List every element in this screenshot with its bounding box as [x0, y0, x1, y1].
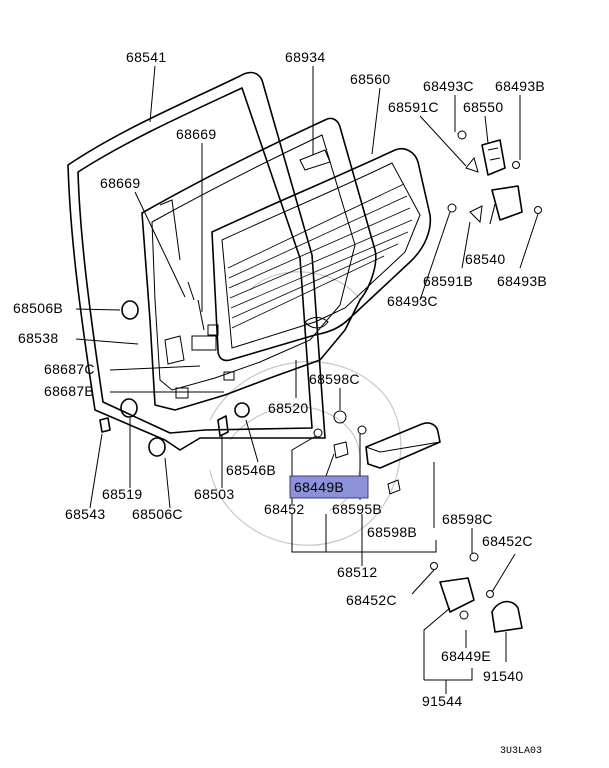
- leader-lines: [75, 65, 539, 694]
- tailgate-door-panel: [141, 117, 377, 411]
- label-68506b: 68506B: [13, 300, 63, 316]
- label-68452-mid: 68452: [264, 501, 304, 517]
- label-68669-a: 68669: [176, 126, 216, 142]
- label-68449b: 68449B: [294, 479, 344, 495]
- label-91544: 91544: [422, 693, 462, 709]
- part-labels: 68541 68934 68560 68493C 68493B 68591C 6…: [13, 49, 547, 757]
- label-68540: 68540: [465, 251, 505, 267]
- label-68550: 68550: [463, 99, 503, 115]
- rear-garnish: [365, 422, 441, 495]
- label-68512: 68512: [337, 564, 377, 580]
- label-68591c: 68591C: [388, 99, 439, 115]
- label-68669-b: 68669: [100, 175, 140, 191]
- label-68598c-low: 68598C: [442, 511, 493, 527]
- label-68449e: 68449E: [441, 648, 491, 664]
- label-68546b: 68546B: [226, 462, 276, 478]
- label-68687c: 68687C: [44, 361, 95, 377]
- small-parts: [99, 300, 367, 459]
- highlight-box: [289, 475, 369, 499]
- label-68934: 68934: [285, 49, 325, 65]
- label-91540: 91540: [483, 668, 523, 684]
- label-68543: 68543: [65, 506, 105, 522]
- label-68506c: 68506C: [132, 506, 183, 522]
- label-68493c-top: 68493C: [423, 78, 474, 94]
- label-68598c-top: 68598C: [309, 371, 360, 387]
- label-68503: 68503: [194, 486, 234, 502]
- label-68591b: 68591B: [423, 273, 473, 289]
- label-68519: 68519: [102, 486, 142, 502]
- hinge-assembly: [447, 130, 542, 224]
- label-68538: 68538: [18, 330, 58, 346]
- label-68452c-right: 68452C: [482, 533, 533, 549]
- tailgate-weatherstrip: [67, 71, 326, 451]
- label-68493c-mid: 68493C: [387, 293, 438, 309]
- label-68541: 68541: [126, 49, 166, 65]
- label-68687b: 68687B: [44, 383, 94, 399]
- label-68560: 68560: [350, 71, 390, 87]
- label-68493b-mid: 68493B: [497, 273, 547, 289]
- diagram-code: 3U3LA03: [500, 746, 542, 757]
- label-68595b: 68595B: [332, 501, 382, 517]
- lamp-assembly: [430, 552, 523, 633]
- label-68493b-top: 68493B: [495, 78, 545, 94]
- label-68598b: 68598B: [367, 524, 417, 540]
- label-68520: 68520: [268, 400, 308, 416]
- label-68452c-left: 68452C: [346, 592, 397, 608]
- rear-glass: [211, 147, 432, 362]
